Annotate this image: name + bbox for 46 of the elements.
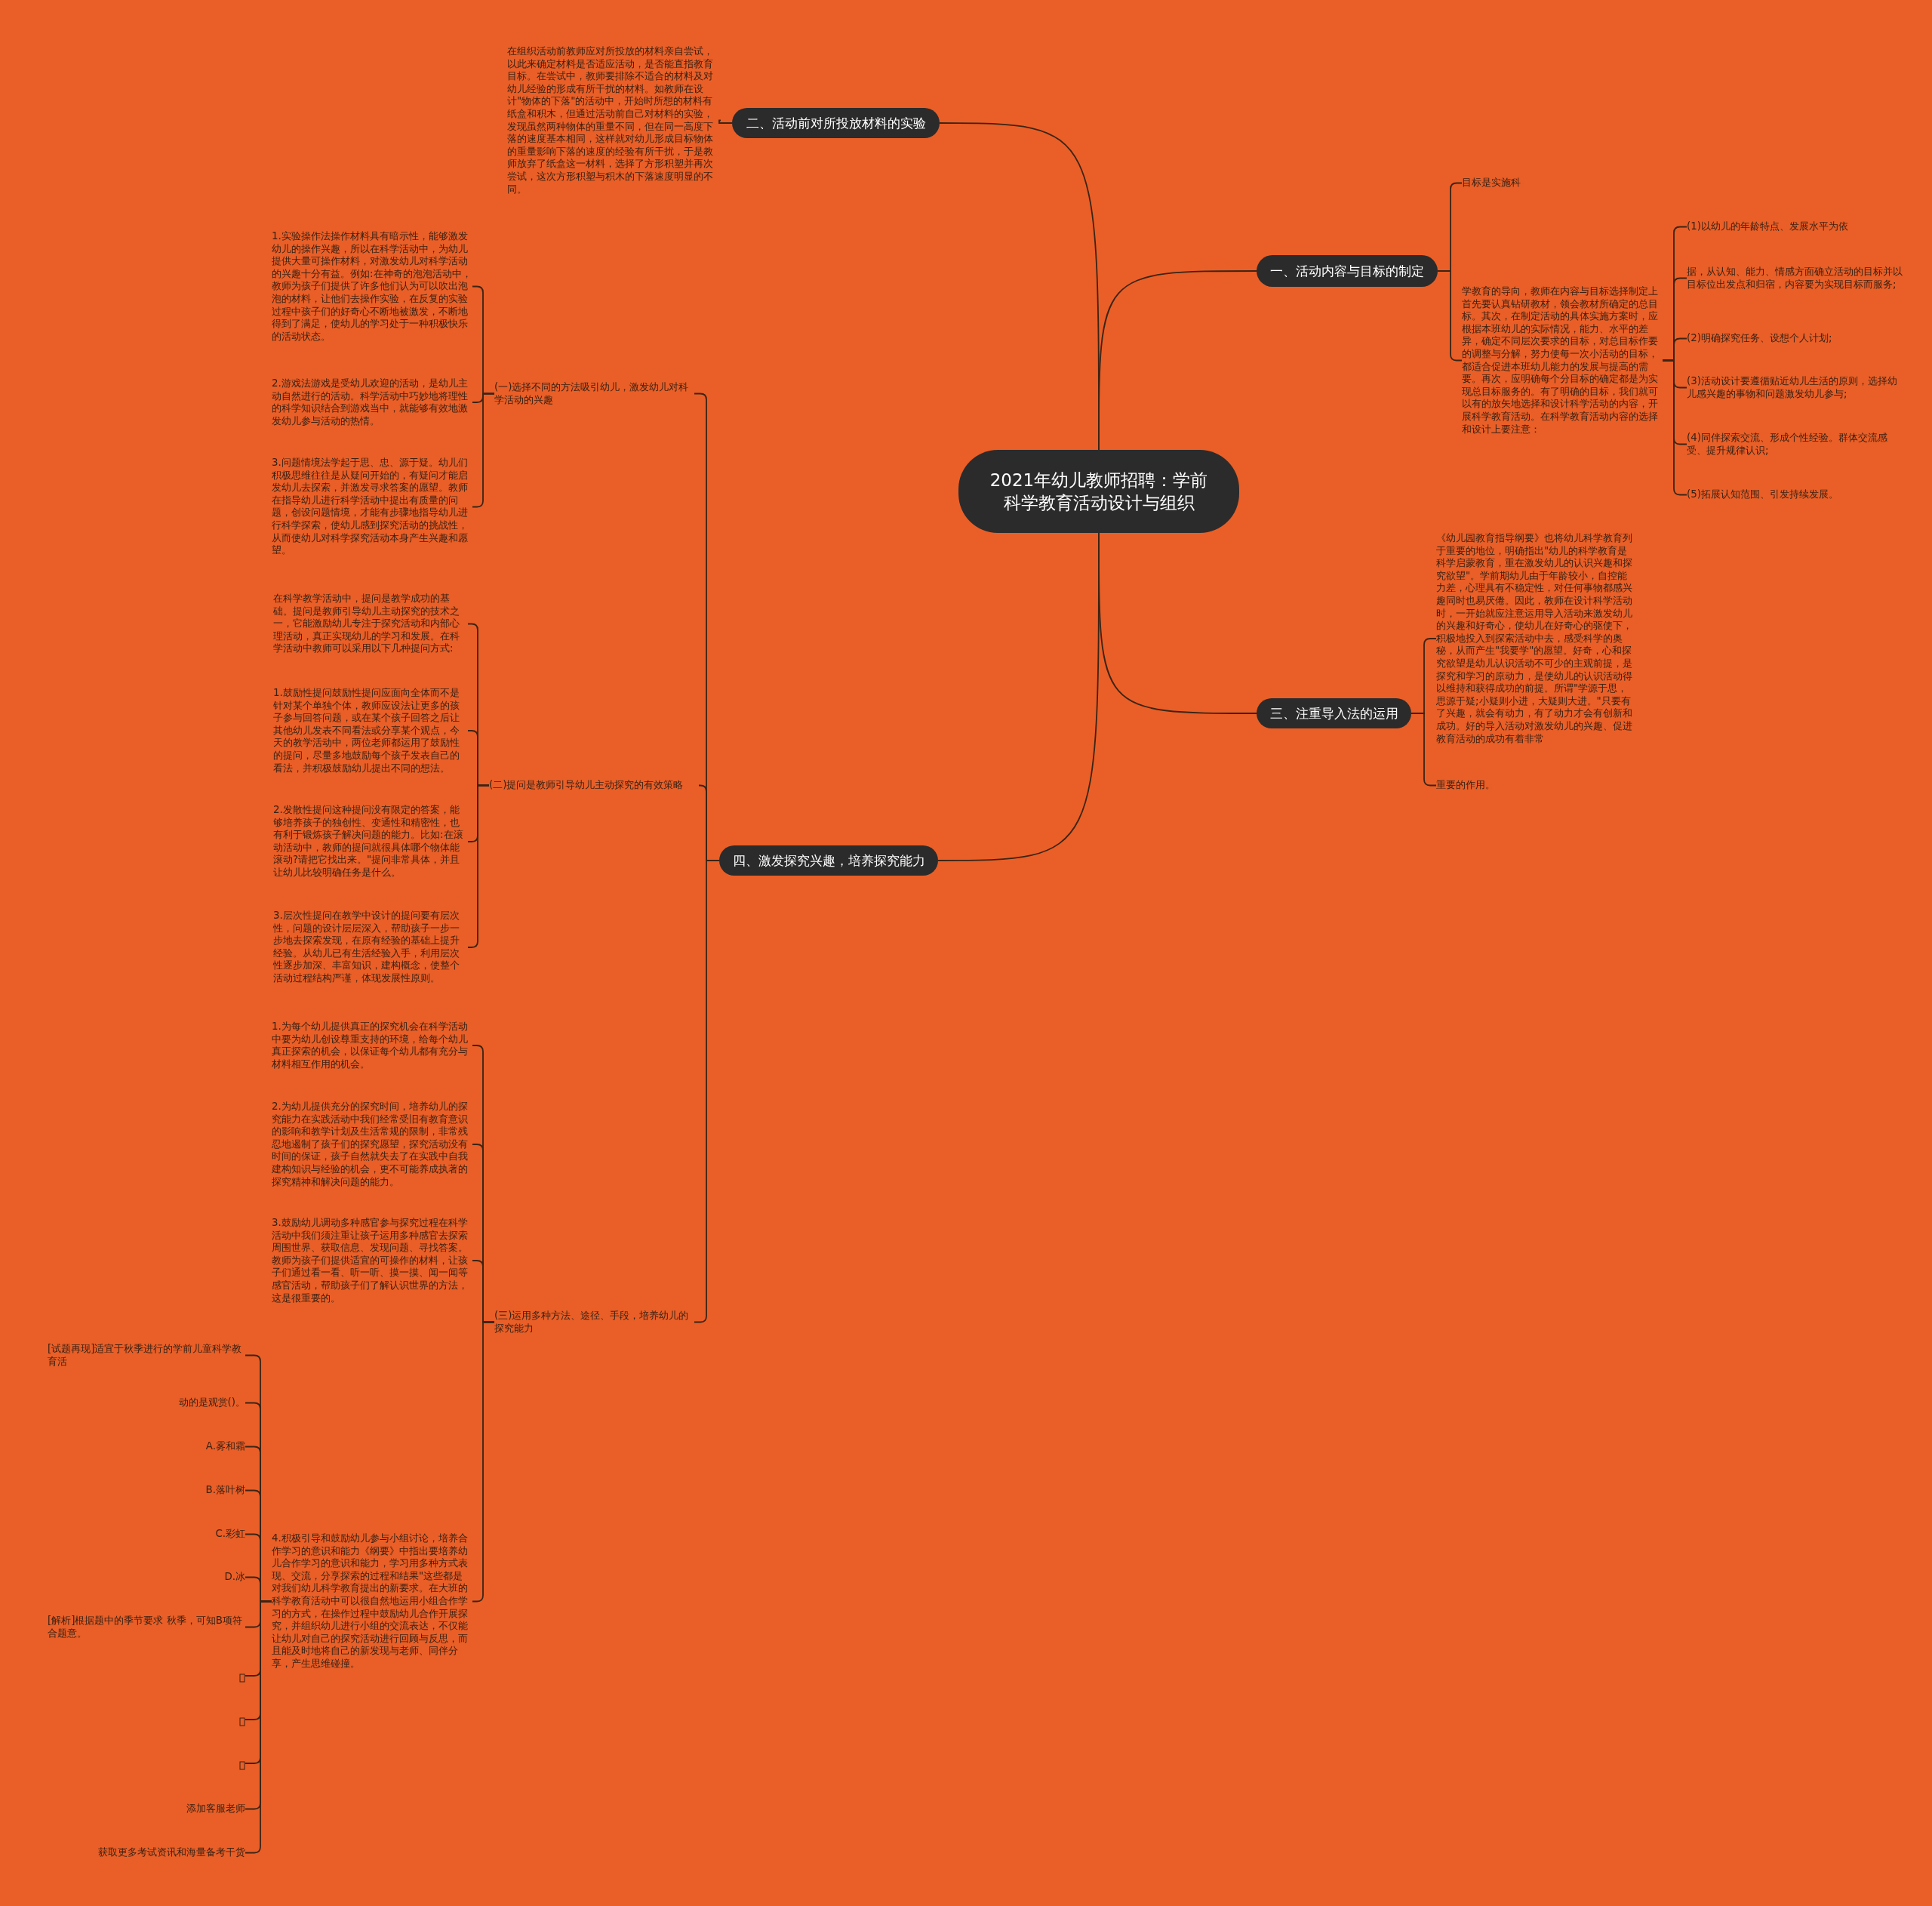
connector-line	[1437, 270, 1463, 362]
small-mark	[239, 1715, 245, 1724]
topic-text: 据，从认知、能力、情感方面确立活动的目标并以目标位出发点和归宿，内容要为实现目标而服务;	[1687, 266, 1906, 291]
topic-text: 学教育的导向，教师在内容与目标选择制定上首先要认真钻研教材，领会教材所确定的总目标。其次，在制定活动的具体实施方案时，应根据本班幼儿的实际情况，能力、水平的差异，确定不同层次要求的目标，对总目标作要的调整与分解，努力使每一次小活动的目标，都适合促进本班幼儿能力的发展与提高的需要。再次，应明确每个分目标的确定都是为实现总目标服务的。有了明确的目标，我们就可以有的放矢地选择和设计科学活动的内容，开展科学教育活动。在科学教育活动内容的选择和设计上要注意：	[1462, 285, 1663, 436]
topic-text: (5)拓展认知范围、引发持续发展。	[1687, 488, 1906, 501]
topic-text: 1.为每个幼儿提供真正的探究机会在科学活动中要为幼儿创设尊重支持的环境，给每个幼儿真正探索的机会，以保证每个幼儿都有充分与材料相互作用的机会。	[272, 1021, 472, 1071]
central-topic: 2021年幼儿教师招聘：学前科学教育活动设计与组织	[958, 450, 1239, 533]
topic-text: (2)明确探究任务、设想个人计划;	[1687, 332, 1906, 345]
topic-text: 1.鼓励性提问鼓励性提问应面向全体而不是针对某个单独个体，教师应设法让更多的孩子参与回答问题，或在某个孩子回答之后让其他幼儿发表不同看法或分享某个观点，今天的教学活动中，两位老师都运用了鼓励性的提问，尽量多地鼓励每个孩子发表自己的看法，并积极鼓励幼儿提出不同的想法。	[273, 687, 468, 775]
topic-text: 在组织活动前教师应对所投放的材料亲自尝试，以此来确定材料是否适应活动，是否能直指教育目标。在尝试中，教师要排除不适合的材料及对幼儿经验的形成有所干扰的材料。如教师在设计"物体的下落"的活动中，开始时所想的材料有纸盒和积木，但通过活动前自己对材料的实验，发现虽然两种物体的重量不同，但在同一高度下落的速度基本相同，这样就对幼儿形成目标物体的重量影响下落的速度的经验有所干扰，于是教师放弃了纸盒这一材料，选择了方形积塑并再次尝试，这次方形积塑与积木的下落速度明显的不同。	[507, 45, 721, 196]
topic-text: 3.鼓励幼儿调动多种感官参与探究过程在科学活动中我们须注重让孩子运用多种感官去探索周围世界、获取信息、发现问题、寻找答案。教师为孩子们提供适宜的可操作的材料，让孩子们通过看一看、听一听、摸一摸、闻一闻等感官活动，帮助孩子们了解认识世界的方法，这是很重要的。	[272, 1217, 472, 1305]
branch-topic: 三、注重导入法的运用	[1257, 698, 1411, 728]
topic-text: [试题再现]适宜于秋季进行的学前儿童科学教育活	[48, 1343, 245, 1369]
topic-text: 《幼儿园教育指导纲要》也将幼儿科学教育列于重要的地位，明确指出"幼儿的科学教育是科学启蒙教育，重在激发幼儿的认识兴趣和探究欲望"。学前期幼儿由于年龄较小，自控能力差，心理具有不稳定性，对任何事物都感兴趣同时也易厌倦。因此，教师在设计科学活动时，一开始就应注意运用导入活动来激发幼儿的兴趣和好奇心，使幼儿在好奇心的驱使下，积极地投入到探索活动中去，感受科学的奥秘，从而产生"我要学"的愿望。好奇，心和探究欲望是幼儿认识活动不可少的主观前提，是探究和学习的原动力，是使幼儿的认识活动得以维持和获得成功的前提。所谓"学源于思，思源于疑;小疑则小进，大疑则大进。"只要有了兴趣，就会有动力，有了动力才会有创新和成功。好的导入活动对激发幼儿的兴趣、促进教育活动的成功有着非常	[1436, 532, 1637, 746]
connector-line	[718, 119, 733, 124]
topic-text: 2.为幼儿提供充分的探究时间，培养幼儿的探究能力在实践活动中我们经常受旧有教育意识的影响和教学计划及生活常规的限制，非常残忍地遏制了孩子们的探究愿望，探究活动没有时间的保证，孩子自然就失去了在实践中自我建构知识与经验的机会，更不可能养成执著的探究精神和解决问题的能力。	[272, 1101, 472, 1189]
topic-text: 目标是实施科	[1462, 177, 1613, 189]
topic-text: 1.实验操作法操作材料具有暗示性，能够激发幼儿的操作兴趣，所以在科学活动中，为幼儿提供大量可操作材料，对激发幼儿对科学活动的兴趣十分有益。例如:在神奇的泡泡活动中，教师为孩子们提供了许多他们认为可以吹出泡泡的材料，让他们去操作实验，在反复的实验过程中孩子们的好奇心不断地被激发，不断地得到了满足，使幼儿的学习处于一种积极快乐的活动状态。	[272, 230, 472, 343]
topic-text: (1)以幼儿的年龄特点、发展水平为依	[1687, 220, 1906, 233]
topic-text: 4.积极引导和鼓励幼儿参与小组讨论，培养合作学习的意识和能力《纲要》中指出要培养幼儿合作学习的意识和能力，学习用多种方式表现、交流，分享探索的过程和结果"这些都是对我们幼儿科学教育提出的新要求。在大班的科学教育活动中可以很自然地运用小组合作学习的方式，在操作过程中鼓励幼儿合作开展探究，并组织幼儿进行小组的交流表达，不仅能让幼儿对自己的探究活动进行回顾与反思，而且能及时地将自己的新发现与老师、同伴分享，产生思维碰撞。	[272, 1532, 472, 1670]
small-mark	[239, 1671, 245, 1680]
topic-text: (3)活动设计要遵循贴近幼儿生活的原则，选择幼儿感兴趣的事物和问题激发幼儿参与;	[1687, 375, 1906, 401]
topic-text: (二)提问是教师引导幼儿主动探究的有效策略	[489, 779, 699, 792]
topic-text: 动的是观赏()。	[48, 1396, 245, 1409]
topic-text: (一)选择不同的方法吸引幼儿，激发幼儿对科学活动的兴趣	[494, 381, 694, 407]
topic-text: 2.发散性提问这种提问没有限定的答案，能够培养孩子的独创性、变通性和精密性，也有利于锻炼孩子解决问题的能力。比如:在滚动活动中，教师的提问就很具体哪个物体能滚动?请把它找出来。"提问非常具体，并且让幼儿比较明确任务是什么。	[273, 804, 468, 879]
branch-topic: 一、活动内容与目标的制定	[1257, 255, 1438, 287]
topic-text: A.雾和霜	[48, 1440, 245, 1453]
topic-text: B.落叶树	[48, 1484, 245, 1497]
topic-text: D.冰	[48, 1571, 245, 1584]
topic-text: (4)同伴探索交流、形成个性经验。群体交流感受、提升规律认识;	[1687, 432, 1906, 457]
topic-text: C.彩虹	[48, 1528, 245, 1541]
topic-text: 添加客服老师	[48, 1803, 245, 1815]
topic-text: 在科学教学活动中，提问是教学成功的基础。提问是教师引导幼儿主动探究的技术之一，它能激励幼儿专注于探究活动和内部心理活动，真正实现幼儿的学习和发展。在科学活动中教师可以采用以下几种提问方式:	[273, 593, 468, 655]
branch-topic: 二、活动前对所投放材料的实验	[732, 108, 940, 138]
topic-text: (三)运用多种方法、途径、手段，培养幼儿的探究能力	[494, 1310, 694, 1335]
topic-text: 获取更多考试资讯和海量备考干货	[48, 1846, 245, 1859]
connector-line	[1098, 270, 1257, 451]
connector-line	[937, 532, 1100, 861]
topic-text: 3.层次性提问在教学中设计的提问要有层次性，问题的设计层层深入，帮助孩子一步一步地去探索发现，在原有经验的基础上提升经验。从幼儿已有生活经验入手，利用层次性逐步加深、丰富知识，建构概念，使整个活动过程结构严谨，体现发展性原则。	[273, 910, 468, 985]
branch-topic: 四、激发探究兴趣，培养探究能力	[719, 845, 938, 876]
topic-text: 3.问题情境法学起于思、忠、源于疑。幼儿们积极思维往往是从疑问开始的，有疑问才能启发幼儿去探索，并激发寻求答案的愿望。教师在指导幼儿进行科学活动中提出有质量的问题，创设问题情境，才能有步骤地指导幼儿进行科学探索，使幼儿感到探究活动的挑战性，从而使幼儿对科学探究活动本身产生兴趣和愿望。	[272, 457, 472, 557]
topic-text: 2.游戏法游戏是受幼儿欢迎的活动，是幼儿主动自然进行的活动。科学活动中巧妙地将理性的科学知识结合到游戏当中，就能够有效地激发幼儿参与活动的热情。	[272, 377, 472, 428]
small-mark	[239, 1759, 245, 1768]
topic-text: [解析]根据题中的季节要求 秋季，可知B项符合题意。	[48, 1615, 245, 1640]
topic-text: 重要的作用。	[1436, 779, 1637, 792]
